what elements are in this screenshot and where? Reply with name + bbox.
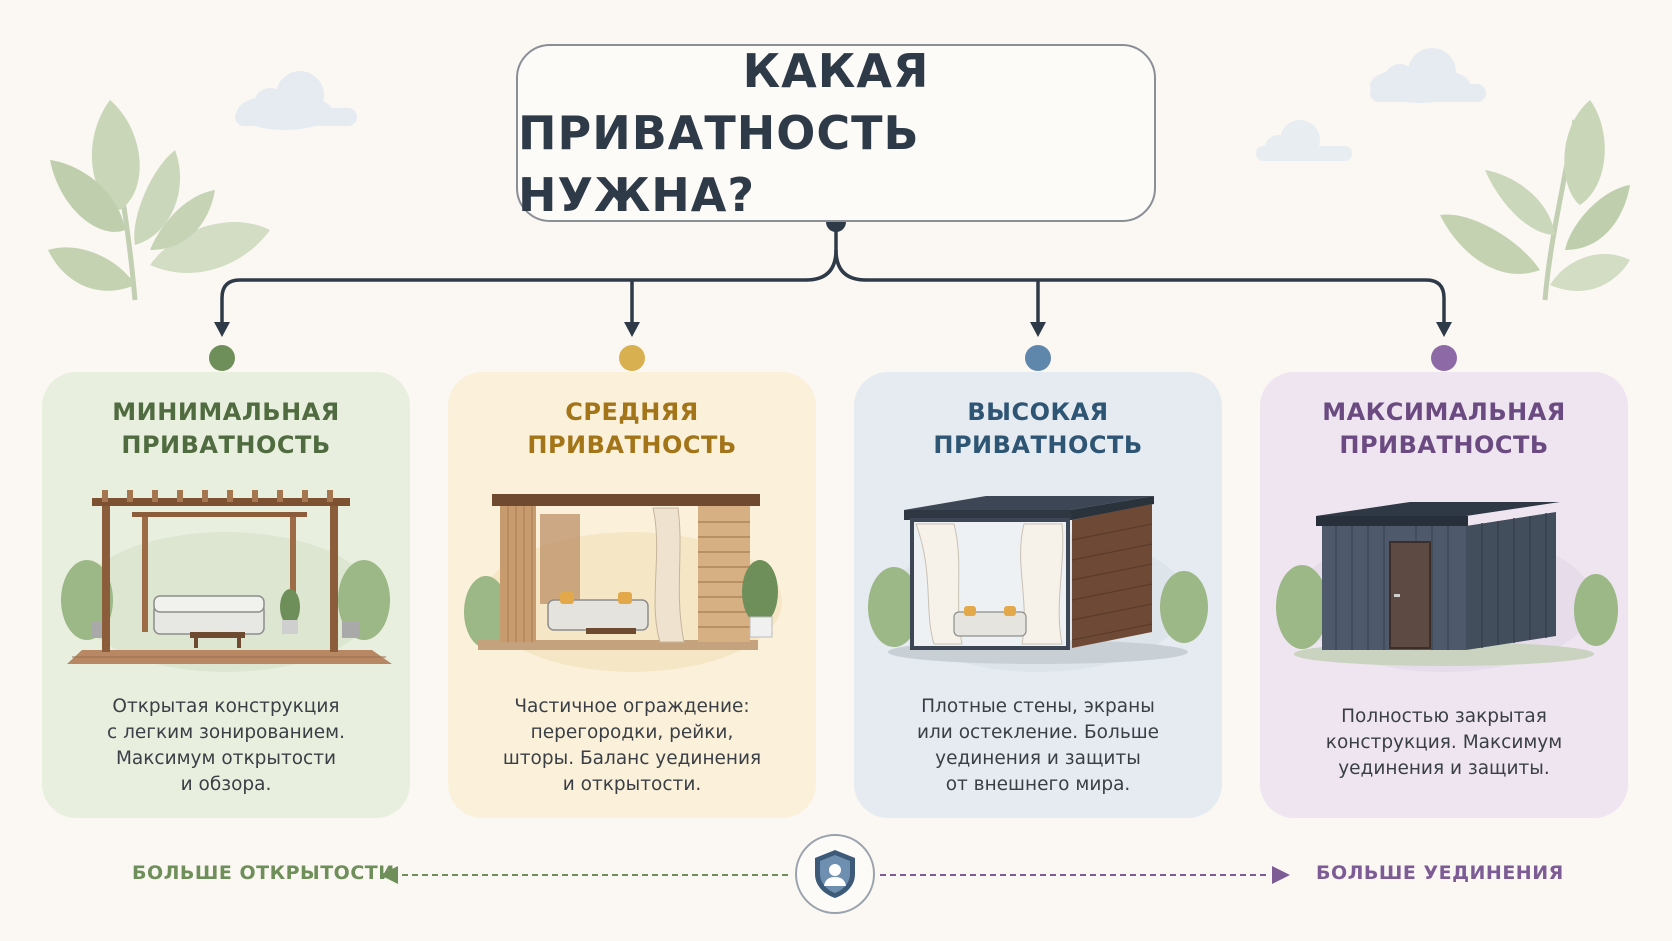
card-description: Плотные стены, экраны или остекление. Бол… — [854, 694, 1222, 798]
card-medium-privacy: СРЕДНЯЯ ПРИВАТНОСТЬ — [448, 372, 816, 818]
card-description-line: Максимум открытости — [115, 748, 337, 769]
leaf-plant-icon — [1440, 100, 1630, 301]
card-heading-line-2: ПРИВАТНОСТЬ — [933, 431, 1143, 459]
card-heading-line-2: ПРИВАТНОСТЬ — [1339, 431, 1549, 459]
card-description-line: шторы. Баланс уединения — [502, 748, 762, 769]
card-heading: СРЕДНЯЯ ПРИВАТНОСТЬ — [448, 396, 816, 462]
pergola-illustration — [61, 490, 392, 672]
card-description-line: перегородки, рейки, — [530, 722, 734, 743]
cloud-icon — [1370, 48, 1486, 103]
card-heading-line-2: ПРИВАТНОСТЬ — [121, 431, 331, 459]
card-description-line: с легким зонированием. — [107, 722, 345, 743]
scale-arrow-left — [380, 866, 398, 884]
cloud-icon — [1256, 120, 1352, 161]
scale-arrow-right — [1272, 866, 1290, 884]
card-heading: МАКСИМАЛЬНАЯ ПРИВАТНОСТЬ — [1260, 396, 1628, 462]
title-box: КАКАЯ ПРИВАТНОСТЬ НУЖНА? — [516, 44, 1156, 222]
scale-label-open: БОЛЬШЕ ОТКРЫТОСТИ — [132, 862, 395, 884]
card-maximum-privacy: МАКСИМАЛЬНАЯ ПРИВАТНОСТЬ Полностью закры… — [1260, 372, 1628, 818]
slatted-gazebo-illustration — [464, 494, 782, 672]
card-heading: ВЫСОКАЯ ПРИВАТНОСТЬ — [854, 396, 1222, 462]
card-heading-line-1: МАКСИМАЛЬНАЯ — [1322, 398, 1566, 426]
leaf-plant-icon — [48, 100, 270, 301]
card-heading-line-1: МИНИМАЛЬНАЯ — [112, 398, 340, 426]
level-dot-high — [1025, 345, 1051, 371]
card-description: Частичное ограждение: перегородки, рейки,… — [448, 694, 816, 798]
card-description: Полностью закрытая конструкция. Максимум у… — [1260, 704, 1628, 782]
privacy-scale-center — [795, 834, 875, 914]
curtained-pavilion-illustration — [868, 496, 1208, 672]
cloud-icon — [235, 71, 357, 130]
title-line-2: ПРИВАТНОСТЬ НУЖНА? — [518, 106, 920, 222]
card-high-privacy: ВЫСОКАЯ ПРИВАТНОСТЬ Плотные стены, экран… — [854, 372, 1222, 818]
arrowheads — [214, 322, 1452, 337]
title-line-1: КАКАЯ — [742, 44, 930, 98]
card-description-line: уединения и защиты — [935, 748, 1141, 769]
card-description: Открытая конструкция с легким зонирование… — [42, 694, 410, 798]
card-description-line: или остекление. Больше — [916, 722, 1160, 743]
card-heading-line-1: ВЫСОКАЯ — [967, 398, 1109, 426]
card-description-line: Частичное ограждение: — [514, 696, 750, 717]
card-description-line: и обзора. — [180, 774, 272, 795]
closed-cabin-illustration — [1276, 502, 1618, 672]
card-minimal-privacy: МИНИМАЛЬНАЯ ПРИВАТНОСТЬ — [42, 372, 410, 818]
card-description-line: Полностью закрытая — [1341, 706, 1547, 727]
scale-label-private: БОЛЬШЕ УЕДИНЕНИЯ — [1316, 862, 1564, 884]
card-description-line: уединения и защиты. — [1338, 758, 1550, 779]
level-dot-minimal — [209, 345, 235, 371]
shield-user-icon — [815, 850, 855, 898]
card-description-line: от внешнего мира. — [945, 774, 1131, 795]
card-heading-line-2: ПРИВАТНОСТЬ — [527, 431, 737, 459]
card-heading: МИНИМАЛЬНАЯ ПРИВАТНОСТЬ — [42, 396, 410, 462]
level-dot-medium — [619, 345, 645, 371]
card-description-line: Открытая конструкция — [112, 696, 340, 717]
card-description-line: конструкция. Максимум — [1325, 732, 1563, 753]
card-description-line: и открытости. — [562, 774, 702, 795]
connector-lines — [220, 222, 1446, 327]
card-heading-line-1: СРЕДНЯЯ — [565, 398, 699, 426]
card-description-line: Плотные стены, экраны — [921, 696, 1155, 717]
level-dot-maximum — [1431, 345, 1457, 371]
